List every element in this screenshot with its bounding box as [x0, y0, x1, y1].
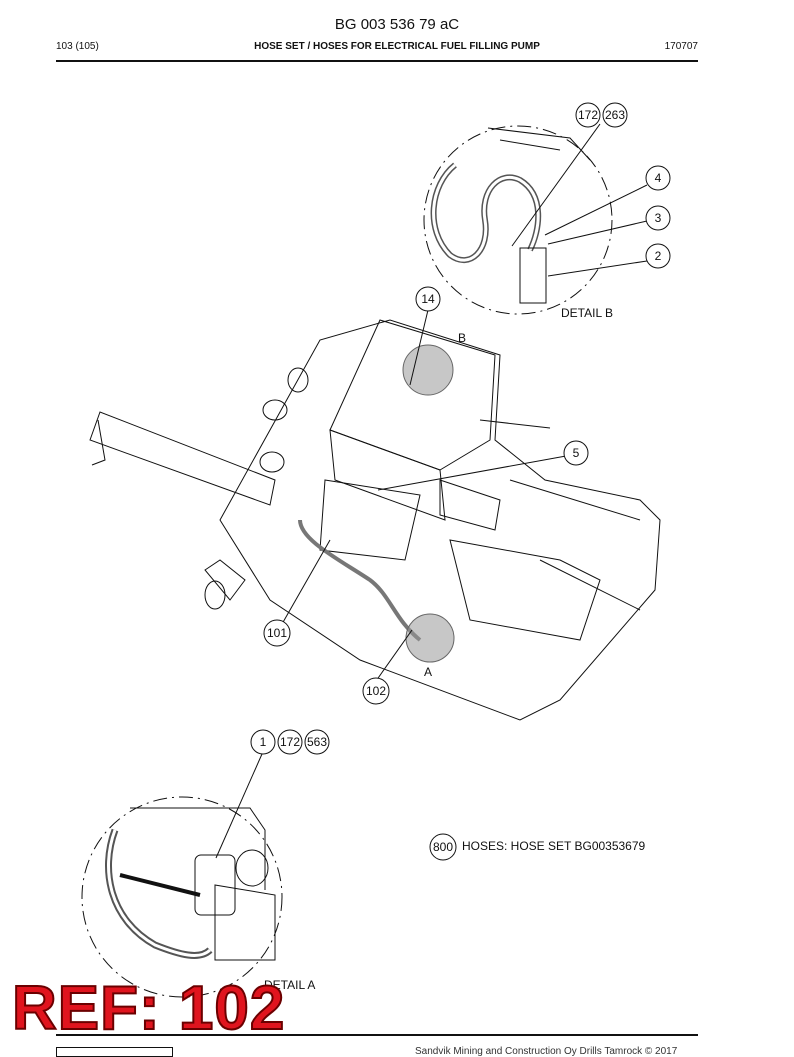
callout-1: 1: [250, 729, 276, 755]
svg-text:172: 172: [280, 735, 300, 749]
svg-text:172: 172: [578, 108, 598, 122]
footer-rule: [56, 1034, 698, 1036]
svg-text:B: B: [458, 331, 466, 345]
company-logo: [56, 1047, 173, 1057]
section-title: HOSE SET / HOSES FOR ELECTRICAL FUEL FIL…: [254, 41, 540, 52]
svg-text:263: 263: [605, 108, 625, 122]
main-assembly: [89, 319, 661, 721]
svg-text:1: 1: [260, 735, 267, 749]
callout-172-detail-a: 172: [277, 729, 303, 755]
callout-800: 800: [429, 833, 457, 861]
callout-5: 5: [563, 440, 589, 466]
callout-172-detail-b: 172: [575, 102, 601, 128]
callout-102: 102: [362, 677, 390, 705]
svg-text:A: A: [424, 665, 432, 679]
callout-563: 563: [304, 729, 330, 755]
detail-b-marker: B: [402, 331, 466, 396]
ref-stamp: REF: 102: [11, 974, 286, 1043]
callout-101: 101: [263, 619, 291, 647]
document-date: 170707: [664, 41, 698, 52]
svg-text:14: 14: [421, 292, 435, 306]
svg-text:800: 800: [433, 840, 453, 854]
callout-263: 263: [602, 102, 628, 128]
document-title: BG 003 536 79 aC: [334, 16, 460, 33]
copyright-footer: Sandvik Mining and Construction Oy Drill…: [415, 1046, 678, 1057]
page-number: 103 (105): [56, 41, 99, 52]
detail-a-view: [81, 796, 283, 998]
callout-3: 3: [645, 205, 671, 231]
svg-text:5: 5: [573, 446, 580, 460]
svg-text:563: 563: [307, 735, 327, 749]
svg-text:101: 101: [267, 626, 287, 640]
detail-a-label: DETAIL A: [264, 978, 315, 992]
callout-2: 2: [645, 243, 671, 269]
hose-set-note: HOSES: HOSE SET BG00353679: [462, 839, 646, 853]
detail-b-label: DETAIL B: [561, 306, 613, 320]
detail-b-view: [423, 125, 613, 315]
svg-text:3: 3: [655, 211, 662, 225]
svg-text:4: 4: [655, 171, 662, 185]
svg-text:2: 2: [655, 249, 662, 263]
callout-4: 4: [645, 165, 671, 191]
leader-lines: [215, 123, 648, 859]
detail-a-marker: A: [405, 613, 455, 679]
svg-text:102: 102: [366, 684, 386, 698]
header-rule: [56, 60, 698, 62]
callout-14: 14: [415, 286, 441, 312]
